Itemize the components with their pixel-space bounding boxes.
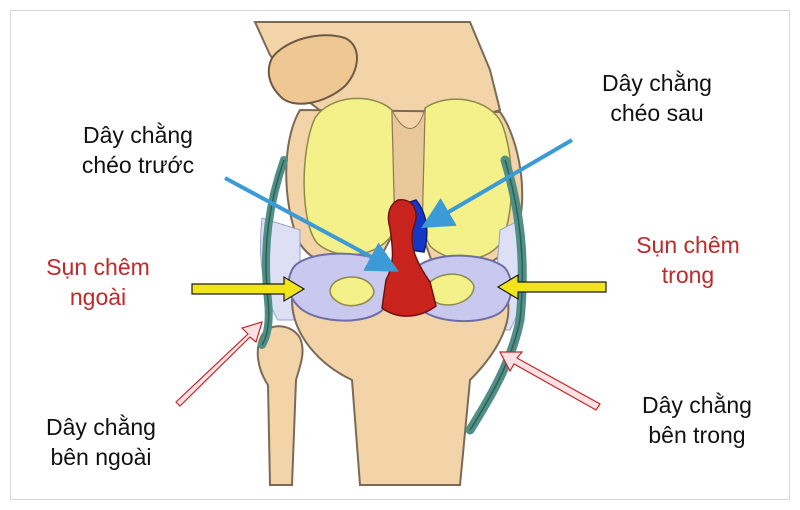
- label-acl-line-2: chéo trước: [81, 152, 195, 178]
- label-lateral-collateral-ligament: Dây chằng bên ngoài: [26, 412, 176, 472]
- label-medial-meniscus-line-2: trong: [661, 262, 715, 288]
- lateral-meniscus-pointer-arrow: [191, 275, 306, 303]
- fibula: [256, 325, 304, 486]
- medial-condyle-cartilage: [421, 98, 513, 260]
- patella: [267, 34, 358, 105]
- pcl-pointer-arrow: [421, 138, 574, 229]
- label-medial-meniscus: Sụn chêm trong: [618, 230, 758, 290]
- label-lateral-meniscus-line-2: ngoài: [69, 284, 127, 310]
- label-lcl-line-1: Dây chằng: [46, 414, 156, 440]
- medial-collateral-ligament-edge: [469, 159, 524, 431]
- mcl-pointer-arrow: [499, 351, 601, 411]
- label-lateral-meniscus-line-1: Sụn chêm: [46, 254, 150, 280]
- label-mcl-line-2: bên trong: [648, 422, 746, 448]
- label-acl-line-1: Dây chằng: [83, 122, 193, 148]
- label-pcl-line-2: chéo sau: [610, 100, 704, 126]
- label-posterior-cruciate-ligament: Dây chằng chéo sau: [582, 68, 732, 128]
- label-anterior-cruciate-ligament: Dây chằng chéo trước: [58, 120, 218, 180]
- anterior-cruciate-ligament: [381, 199, 437, 317]
- medial-meniscus-pointer-arrow: [496, 273, 607, 301]
- label-mcl-line-1: Dây chằng: [642, 392, 752, 418]
- label-medial-collateral-ligament: Dây chằng bên trong: [622, 390, 772, 450]
- lateral-meniscus-center: [329, 276, 375, 307]
- acl-pointer-arrow: [224, 176, 400, 272]
- lateral-condyle-cartilage: [303, 97, 396, 256]
- lcl-pointer-arrow: [175, 321, 263, 407]
- label-lateral-meniscus: Sụn chêm ngoài: [28, 252, 168, 312]
- label-pcl-line-1: Dây chằng: [602, 70, 712, 96]
- label-medial-meniscus-line-1: Sụn chêm: [636, 232, 740, 258]
- label-lcl-line-2: bên ngoài: [50, 444, 152, 470]
